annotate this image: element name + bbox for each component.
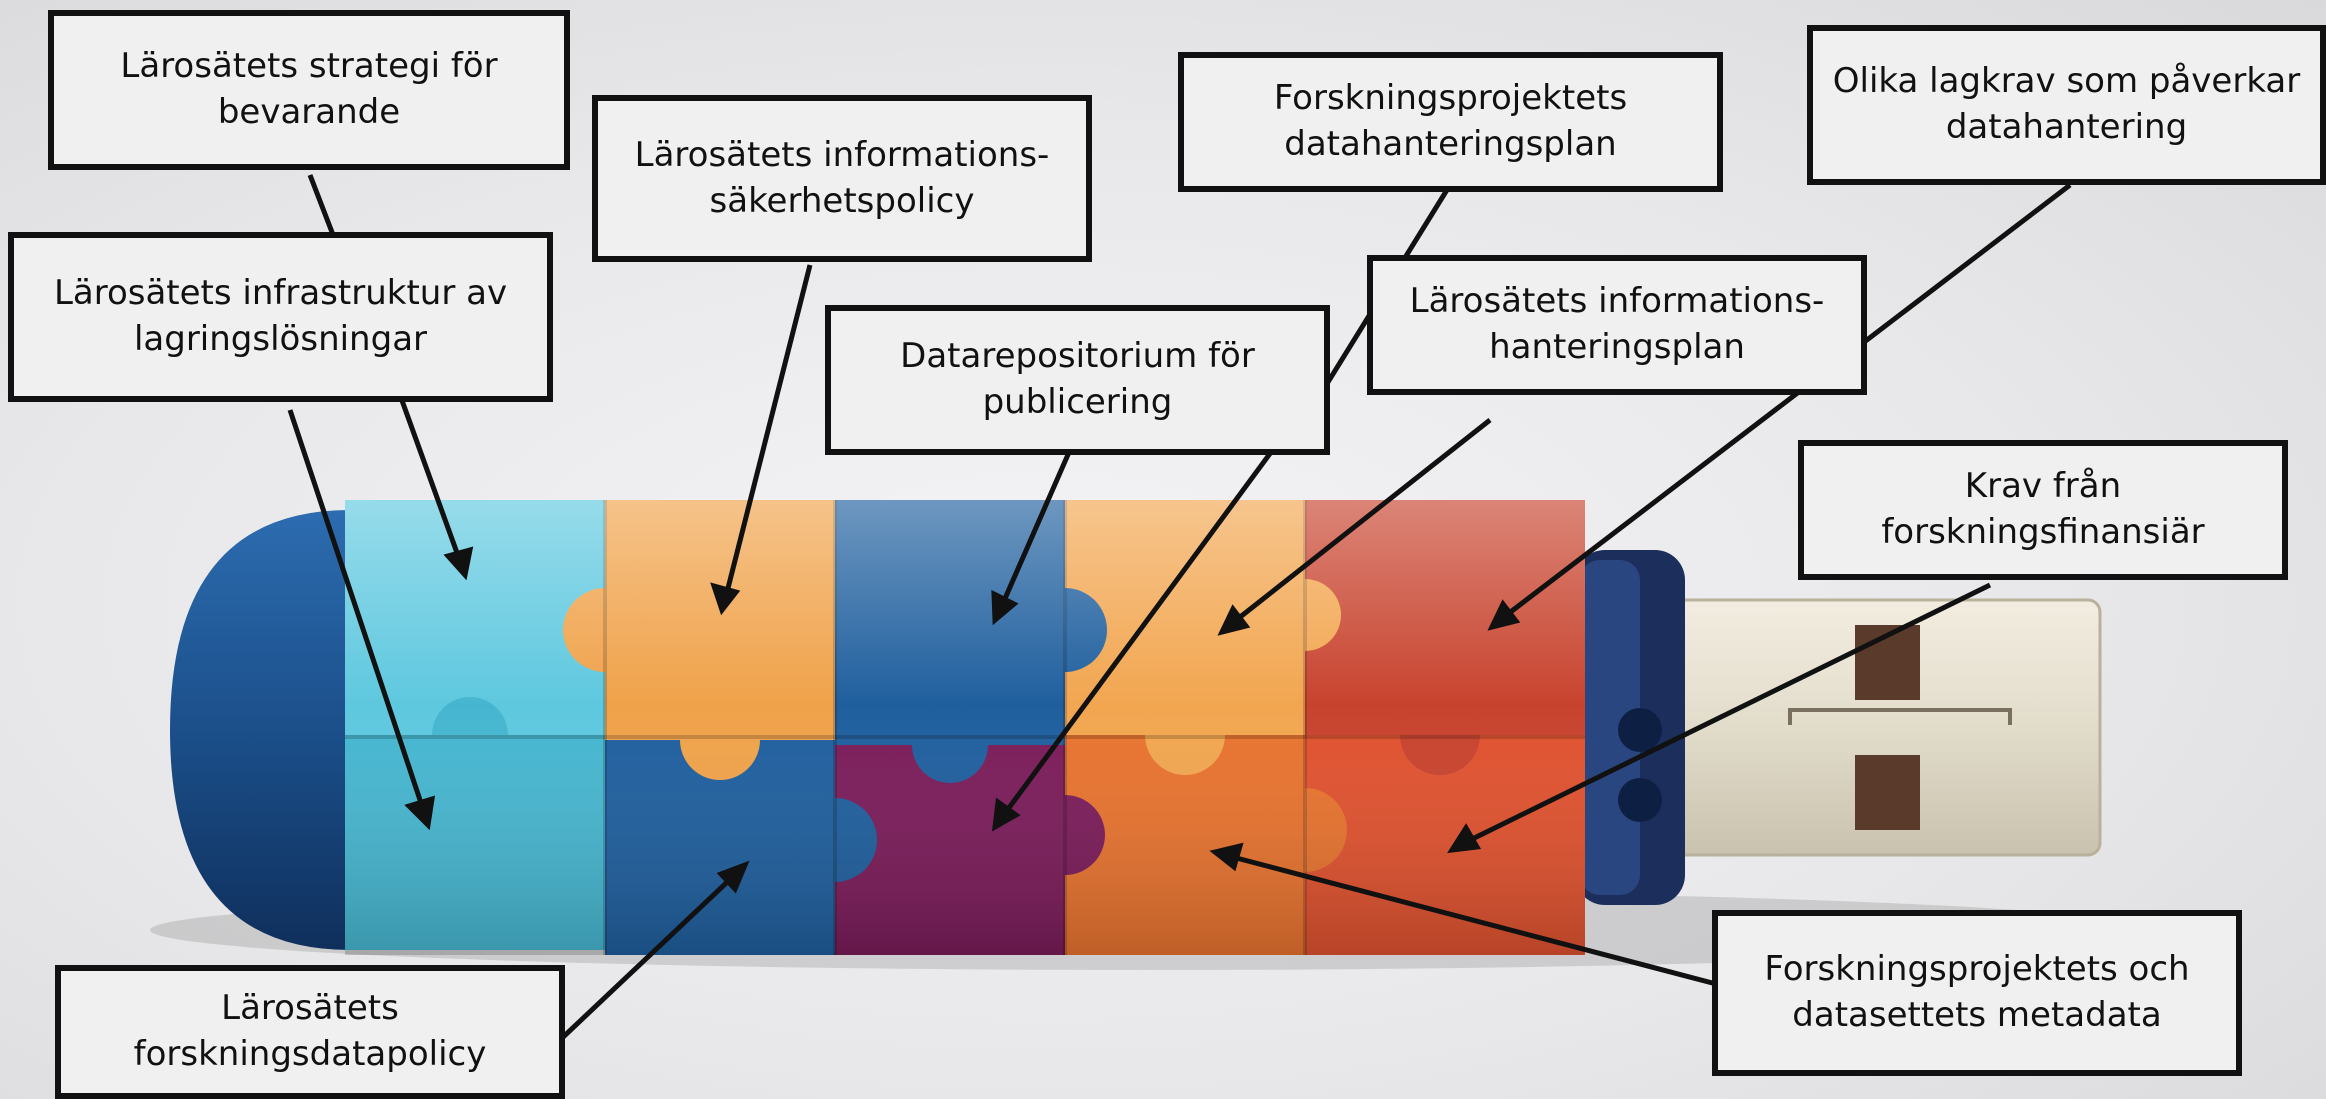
label-metadata-line1: Forskningsprojektets och <box>1764 947 2189 993</box>
label-infrastruktur-line1: Lärosätets infrastruktur av <box>54 271 507 317</box>
label-infosak-line1: Lärosätets informations- <box>635 133 1050 179</box>
usb-cap <box>170 510 360 950</box>
label-infosak-line2: säkerhetspolicy <box>635 179 1050 225</box>
label-infohant-line2: hanteringsplan <box>1410 325 1825 371</box>
usb-collar <box>1575 550 1685 905</box>
label-lagkrav-line1: Olika lagkrav som påverkar <box>1833 59 2300 105</box>
label-strategi-line1: Lärosätets strategi för <box>120 44 497 90</box>
label-infrastruktur-line2: lagringslösningar <box>54 317 507 363</box>
label-informationssakerhetspolicy: Lärosätets informations-säkerhetspolicy <box>592 95 1092 262</box>
label-infohant-line1: Lärosätets informations- <box>1410 279 1825 325</box>
label-repositorium-line2: publicering <box>900 380 1255 426</box>
label-informationshanteringsplan: Lärosätets informations-hanteringsplan <box>1367 255 1867 395</box>
label-finansiar-line1: Krav från <box>1881 464 2204 510</box>
label-dmp-line2: datahanteringsplan <box>1274 122 1627 168</box>
label-strategi-line2: bevarande <box>120 90 497 136</box>
label-forskpolicy-line1: Lärosätets <box>134 986 487 1032</box>
label-dmp-line1: Forskningsprojektets <box>1274 76 1627 122</box>
label-forskpolicy-line2: forskningsdatapolicy <box>134 1032 487 1078</box>
label-metadata-line2: datasettets metadata <box>1764 993 2189 1039</box>
puzzle-pieces <box>345 500 1585 955</box>
label-repositorium-line1: Datarepositorium för <box>900 334 1255 380</box>
label-lagkrav-line2: datahantering <box>1833 105 2300 151</box>
label-finansiar-line2: forskningsfinansiär <box>1881 510 2204 556</box>
